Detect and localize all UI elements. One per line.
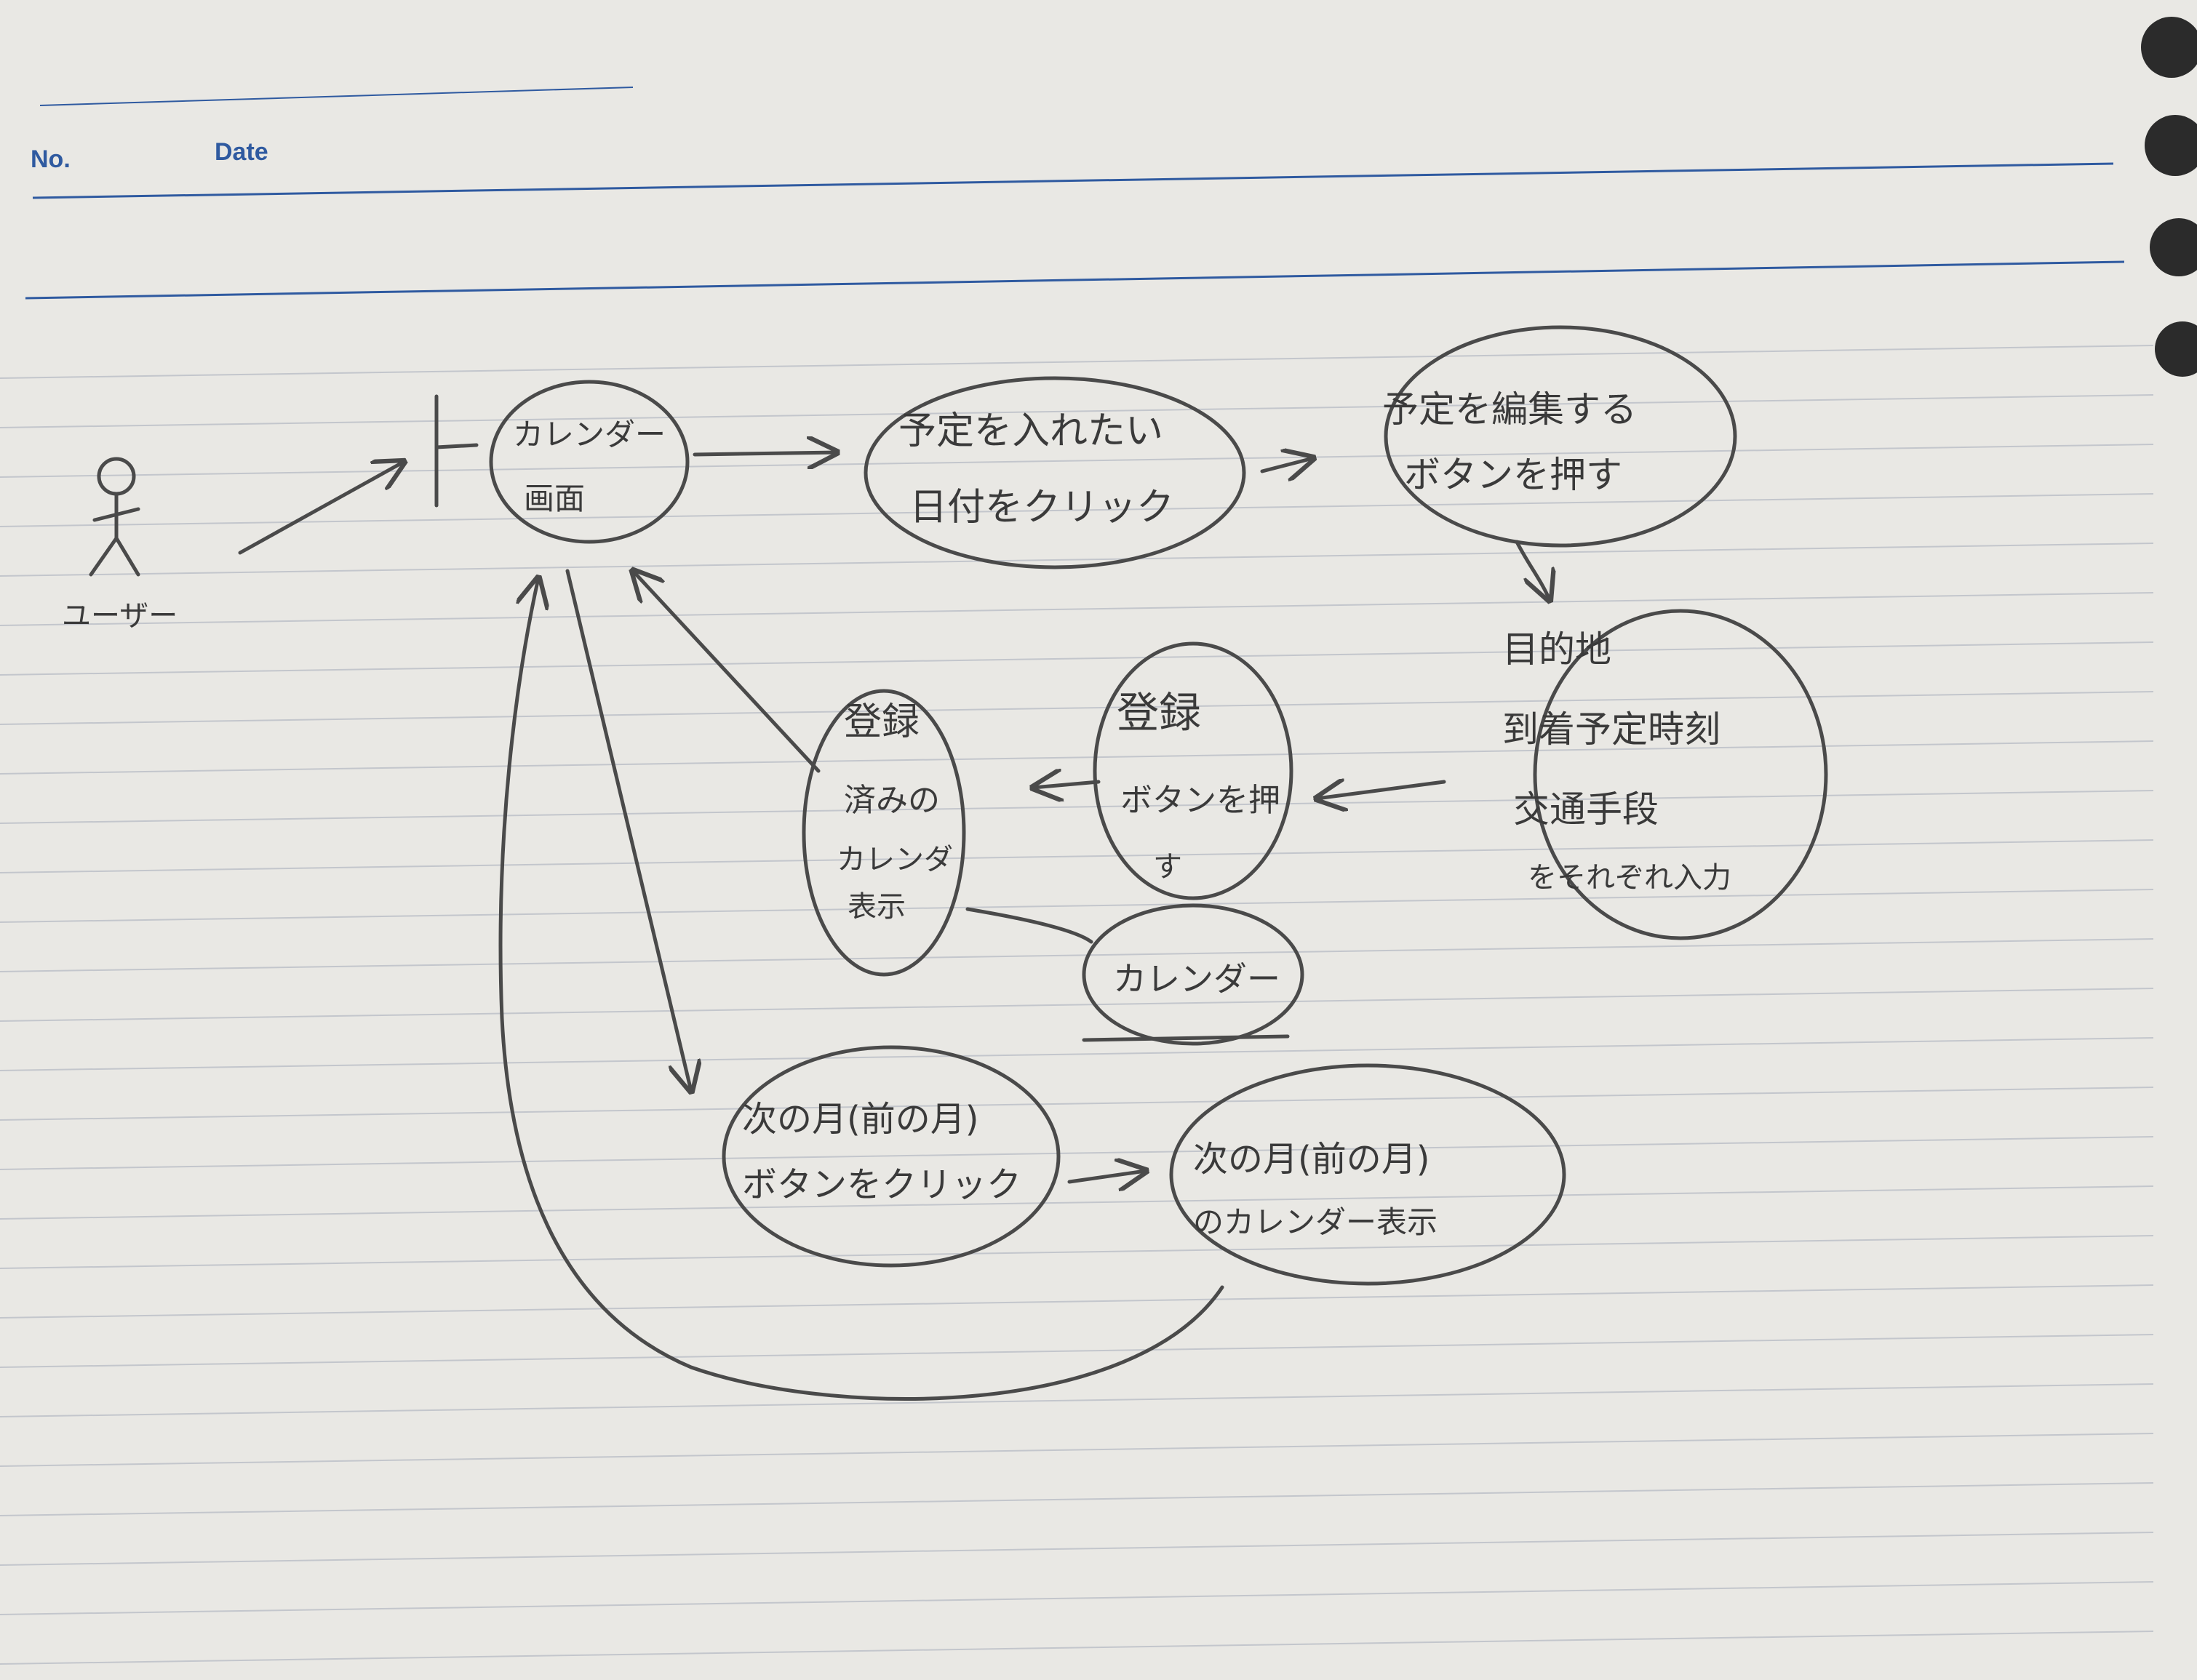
ruled-line: [0, 1532, 2154, 1566]
node-enter-details: [1533, 609, 1828, 940]
press-edit-line-1: 予定を編集する: [1382, 388, 1637, 431]
binder-holes: [2141, 17, 2197, 377]
actor-label-group: ユーザー: [62, 599, 178, 633]
ruled-line: [0, 543, 2154, 577]
ruled-line: [0, 493, 2154, 527]
arrow-edit-to-details: [1515, 540, 1550, 600]
node-show-next-month: [1169, 1063, 1566, 1286]
node-click-date: [864, 376, 1246, 569]
line-show-to-store: [965, 907, 1093, 944]
arrow-user-to-boundary: [238, 462, 404, 555]
node-click-next-month: [722, 1045, 1061, 1268]
enter-details-line-2: 到着予定時刻: [1502, 708, 1720, 751]
node-press-register: [1093, 641, 1293, 900]
click-next-month-line-1: 次の月(前の月): [742, 1099, 978, 1140]
ruled-line: [0, 1482, 2154, 1516]
ruled-line: [0, 1581, 2154, 1615]
calendar-store-text: カレンダー: [1113, 959, 1280, 999]
show-next-month-line-2: のカレンダー表示: [1193, 1204, 1438, 1240]
show-registered-line-1: 登録: [844, 700, 920, 744]
arrow-screen-to-next: [565, 569, 691, 1091]
arrow-next-to-show-month: [1067, 1171, 1146, 1182]
date-label: Date: [215, 138, 268, 166]
press-register-line-1: 登録: [1117, 688, 1201, 737]
arrow-show-to-screen: [633, 571, 821, 773]
ruled-line: [0, 345, 2154, 379]
enter-details-line-4: をそれぞれ入力: [1528, 861, 1731, 895]
enter-details-text: 目的地 到着予定時刻 交通手段 をそれぞれ入力: [1502, 628, 1731, 895]
click-next-month-text: 次の月(前の月) ボタンをクリック: [742, 1099, 1021, 1205]
arrow-return-to-screen: [498, 578, 1224, 1401]
no-label: No.: [31, 145, 71, 173]
header-date-line: [32, 162, 2114, 199]
ruled-line: [0, 740, 2154, 775]
arrow-screen-to-date: [693, 452, 837, 455]
node-calendar-store: [1082, 903, 1304, 1046]
show-registered-line-2: 済みの: [844, 782, 940, 819]
ruled-line: [0, 1334, 2154, 1368]
ruled-line: [0, 641, 2154, 676]
show-registered-line-3: カレンダ: [837, 843, 953, 876]
show-registered-line-4: 表示: [848, 890, 906, 924]
press-edit-line-2: ボタンを押す: [1404, 454, 1622, 496]
click-date-line-2: 日付をクリック: [909, 486, 1174, 529]
ruled-line: [0, 592, 2154, 626]
calendar-screen-line-1: カレンダー: [513, 417, 666, 452]
store-underline: [1082, 1034, 1290, 1042]
node-show-registered: [802, 689, 966, 977]
click-date-line-1: 予定を入れたい: [898, 409, 1163, 453]
press-edit-text: 予定を編集する ボタンを押す: [1382, 388, 1637, 496]
ruled-line: [0, 1136, 2154, 1170]
header-bottom-line: [25, 260, 2125, 300]
ruled-line: [0, 1383, 2154, 1417]
ruled-line: [0, 988, 2154, 1022]
ruled-line: [0, 444, 2154, 478]
ruled-line: [0, 1631, 2154, 1665]
enter-details-line-3: 交通手段: [1513, 788, 1659, 831]
arrow-register-to-show: [1033, 782, 1101, 788]
ruled-line: [0, 1284, 2154, 1319]
ruled-line: [0, 839, 2154, 873]
click-next-month-line-2: ボタンをクリック: [742, 1164, 1021, 1205]
click-date-text: 予定を入れたい 日付をクリック: [898, 409, 1174, 529]
calendar-screen-text: カレンダー 画面: [513, 417, 666, 516]
user-actor-icon: [89, 457, 140, 577]
ruled-line: [0, 1087, 2154, 1121]
ruled-line: [0, 1433, 2154, 1467]
calendar-store-line-1: カレンダー: [1113, 959, 1280, 999]
press-register-text: 登録 ボタンを押 す: [1117, 688, 1280, 884]
ruled-line: [0, 938, 2154, 972]
ruled-line: [0, 1185, 2154, 1220]
node-calendar-screen: [489, 380, 690, 544]
header-top-line: [39, 87, 634, 106]
node-press-edit: [1384, 325, 1737, 548]
ruled-line: [0, 790, 2154, 824]
ruled-line: [0, 691, 2154, 725]
show-registered-text: 登録 済みの カレンダ 表示: [837, 700, 953, 924]
enter-details-line-1: 目的地: [1502, 628, 1611, 671]
ruled-line: [0, 889, 2154, 923]
show-next-month-line-1: 次の月(前の月): [1193, 1139, 1430, 1180]
arrow-date-to-edit: [1260, 458, 1313, 471]
ruled-line: [0, 394, 2154, 428]
calendar-screen-line-2: 画面: [524, 481, 585, 516]
press-register-line-2: ボタンを押: [1120, 782, 1280, 819]
ruled-line: [0, 1235, 2154, 1269]
ruled-line: [0, 1037, 2154, 1071]
show-next-month-text: 次の月(前の月) のカレンダー表示: [1193, 1139, 1438, 1240]
boundary-icon: [434, 394, 479, 508]
ruled-lines: [0, 345, 2154, 1665]
arrow-details-to-register: [1317, 782, 1446, 799]
actor-label: ユーザー: [62, 599, 178, 633]
press-register-line-3: す: [1153, 850, 1182, 884]
